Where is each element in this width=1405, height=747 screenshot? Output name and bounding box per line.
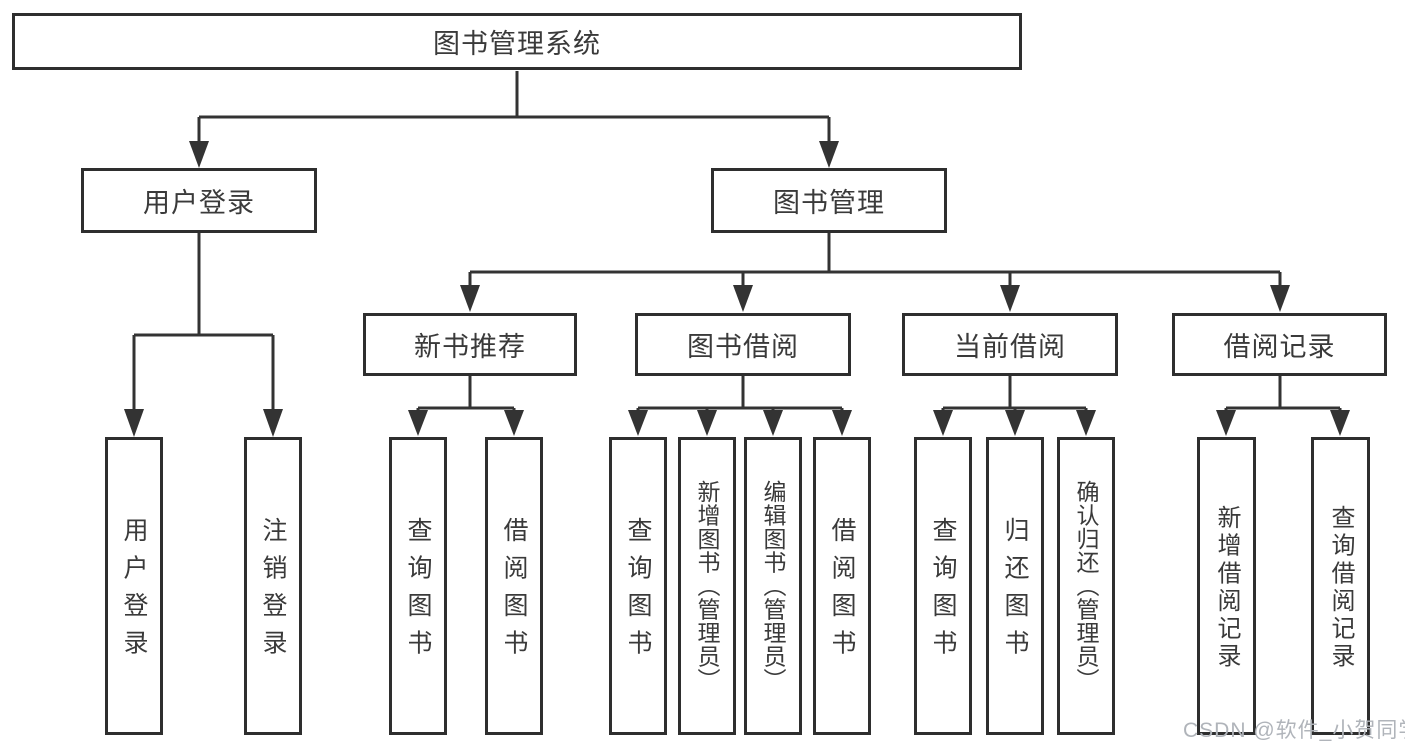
leaf-label: 编辑图书（管理员）: [760, 480, 786, 692]
node-label: 当前借阅: [954, 332, 1066, 362]
leaf-label: 归还图书: [1001, 517, 1029, 667]
node-root-label: 图书管理系统: [433, 29, 601, 59]
leaf-add-borrow-record: 新增借阅记录: [1197, 437, 1256, 735]
node-label: 借阅记录: [1223, 332, 1336, 362]
node-root-system: 图书管理系统: [12, 13, 1022, 70]
node-current-borrow: 当前借阅: [902, 313, 1118, 376]
leaf-query-books-current: 查询图书: [914, 437, 972, 735]
node-borrow-records: 借阅记录: [1172, 313, 1387, 376]
leaf-label: 新增图书（管理员）: [694, 480, 720, 692]
leaf-logout: 注销登录: [244, 437, 302, 735]
leaf-borrow-books: 借阅图书: [813, 437, 871, 735]
node-label: 新书推荐: [414, 332, 526, 362]
leaf-query-books-borrow: 查询图书: [609, 437, 667, 735]
leaf-query-borrow-record: 查询借阅记录: [1311, 437, 1370, 735]
csdn-watermark: CSDN @软件_小贺同学: [1183, 719, 1405, 742]
leaf-label: 查询图书: [624, 517, 652, 667]
leaf-label: 查询图书: [929, 517, 957, 667]
leaf-label: 借阅图书: [828, 517, 856, 667]
leaf-add-books-admin: 新增图书（管理员）: [678, 437, 736, 735]
leaf-label: 用户登录: [120, 517, 148, 667]
leaf-label: 借阅图书: [500, 517, 528, 667]
leaf-user-login: 用户登录: [105, 437, 163, 735]
node-book-borrow: 图书借阅: [635, 313, 851, 376]
leaf-label: 查询图书: [404, 517, 432, 667]
node-label: 图书管理: [773, 188, 885, 218]
node-user-login-module: 用户登录: [81, 168, 317, 233]
node-new-book-recommend: 新书推荐: [363, 313, 577, 376]
leaf-label: 新增借阅记录: [1213, 505, 1240, 671]
leaf-confirm-return-admin: 确认归还（管理员）: [1057, 437, 1115, 735]
leaf-edit-books-admin: 编辑图书（管理员）: [744, 437, 802, 735]
leaf-borrow-books-recommend: 借阅图书: [485, 437, 543, 735]
leaf-query-books-recommend: 查询图书: [389, 437, 447, 735]
node-label: 用户登录: [143, 188, 255, 218]
node-label: 图书借阅: [687, 332, 799, 362]
node-book-management-module: 图书管理: [711, 168, 947, 233]
leaf-label: 注销登录: [259, 517, 287, 667]
leaf-label: 确认归还（管理员）: [1073, 480, 1099, 692]
leaf-return-books: 归还图书: [986, 437, 1044, 735]
leaf-label: 查询借阅记录: [1327, 505, 1354, 671]
